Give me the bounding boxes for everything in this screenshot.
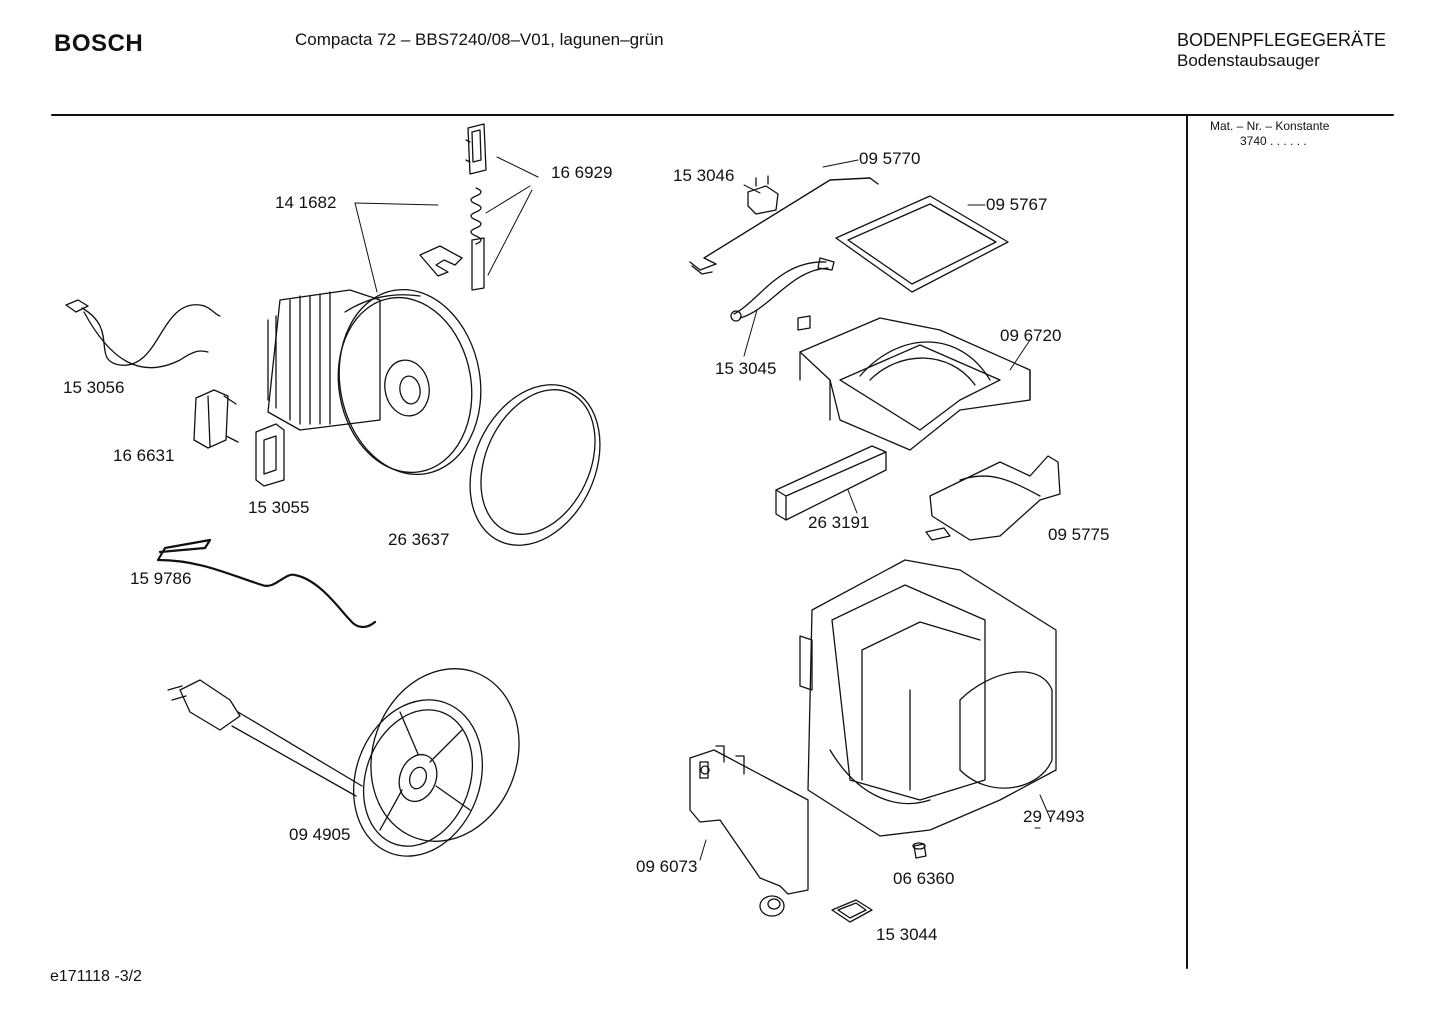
leader-lines [354,156,1051,861]
mat-number-header: Mat. – Nr. – Konstante [1210,119,1330,133]
part-label-rod: 09 5770 [859,149,921,168]
motor-cable-drawing [65,299,221,369]
motor-seal-ring-drawing [469,384,601,546]
air-duct-drawing [925,455,1061,541]
circuit-board-drawing [689,745,809,917]
part-label-air-duct: 09 5775 [1048,525,1110,544]
cable-harness-drawing [730,257,835,331]
suppressor-drawing [193,389,239,449]
rod-drawing [689,177,879,275]
part-label-suppressor: 16 6631 [113,446,175,465]
housing-lower-drawing [799,559,1057,837]
subcategory-title: Bodenstaubsauger [1177,51,1320,70]
part-label-housing-upper: 09 6720 [1000,326,1062,345]
part-label-motor-seal-ring: 26 3637 [388,530,450,549]
nut-drawing [912,842,927,859]
part-label-nut: 06 6360 [893,869,955,888]
filter-frame-drawing [835,195,1009,293]
part-label-filter-frame: 09 5767 [986,195,1048,214]
part-label-cable-harness: 15 3045 [715,359,777,378]
part-label-pad: 15 3044 [876,925,938,944]
model-title: Compacta 72 – BBS7240/08–V01, lagunen–gr… [295,30,664,49]
wire-drawing [156,538,377,629]
motor-bracket-drawing [255,423,285,487]
carbon-brush-holder-drawing [419,123,487,291]
part-label-motor-cable: 15 3056 [63,378,125,397]
cable-reel-drawing [167,668,520,857]
part-label-housing-lower: 29 7493 [1023,807,1085,826]
part-label-switch: 15 3046 [673,166,735,185]
drawing-id: e171118 -3/2 [50,968,142,985]
switch-drawing [747,175,779,215]
housing-upper-drawing [799,317,1031,451]
part-label-wire: 15 9786 [130,569,192,588]
part-label-cover-strip: 26 3191 [808,513,870,532]
pad-drawing [831,899,873,923]
part-label-carbon-brush-holder: 16 6929 [551,163,613,182]
part-label-motor: 14 1682 [275,193,337,212]
category-title: BODENPFLEGEGERÄTE [1177,30,1387,50]
part-label-motor-bracket: 15 3055 [248,498,310,517]
part-label-cable-reel: 09 4905 [289,825,351,844]
part-label-circuit-board: 09 6073 [636,857,698,876]
mat-number-value: 3740 . . . . . . [1240,134,1307,148]
brand-logo: BOSCH [54,30,144,57]
motor-drawing [267,288,482,476]
cover-strip-drawing [775,445,887,521]
